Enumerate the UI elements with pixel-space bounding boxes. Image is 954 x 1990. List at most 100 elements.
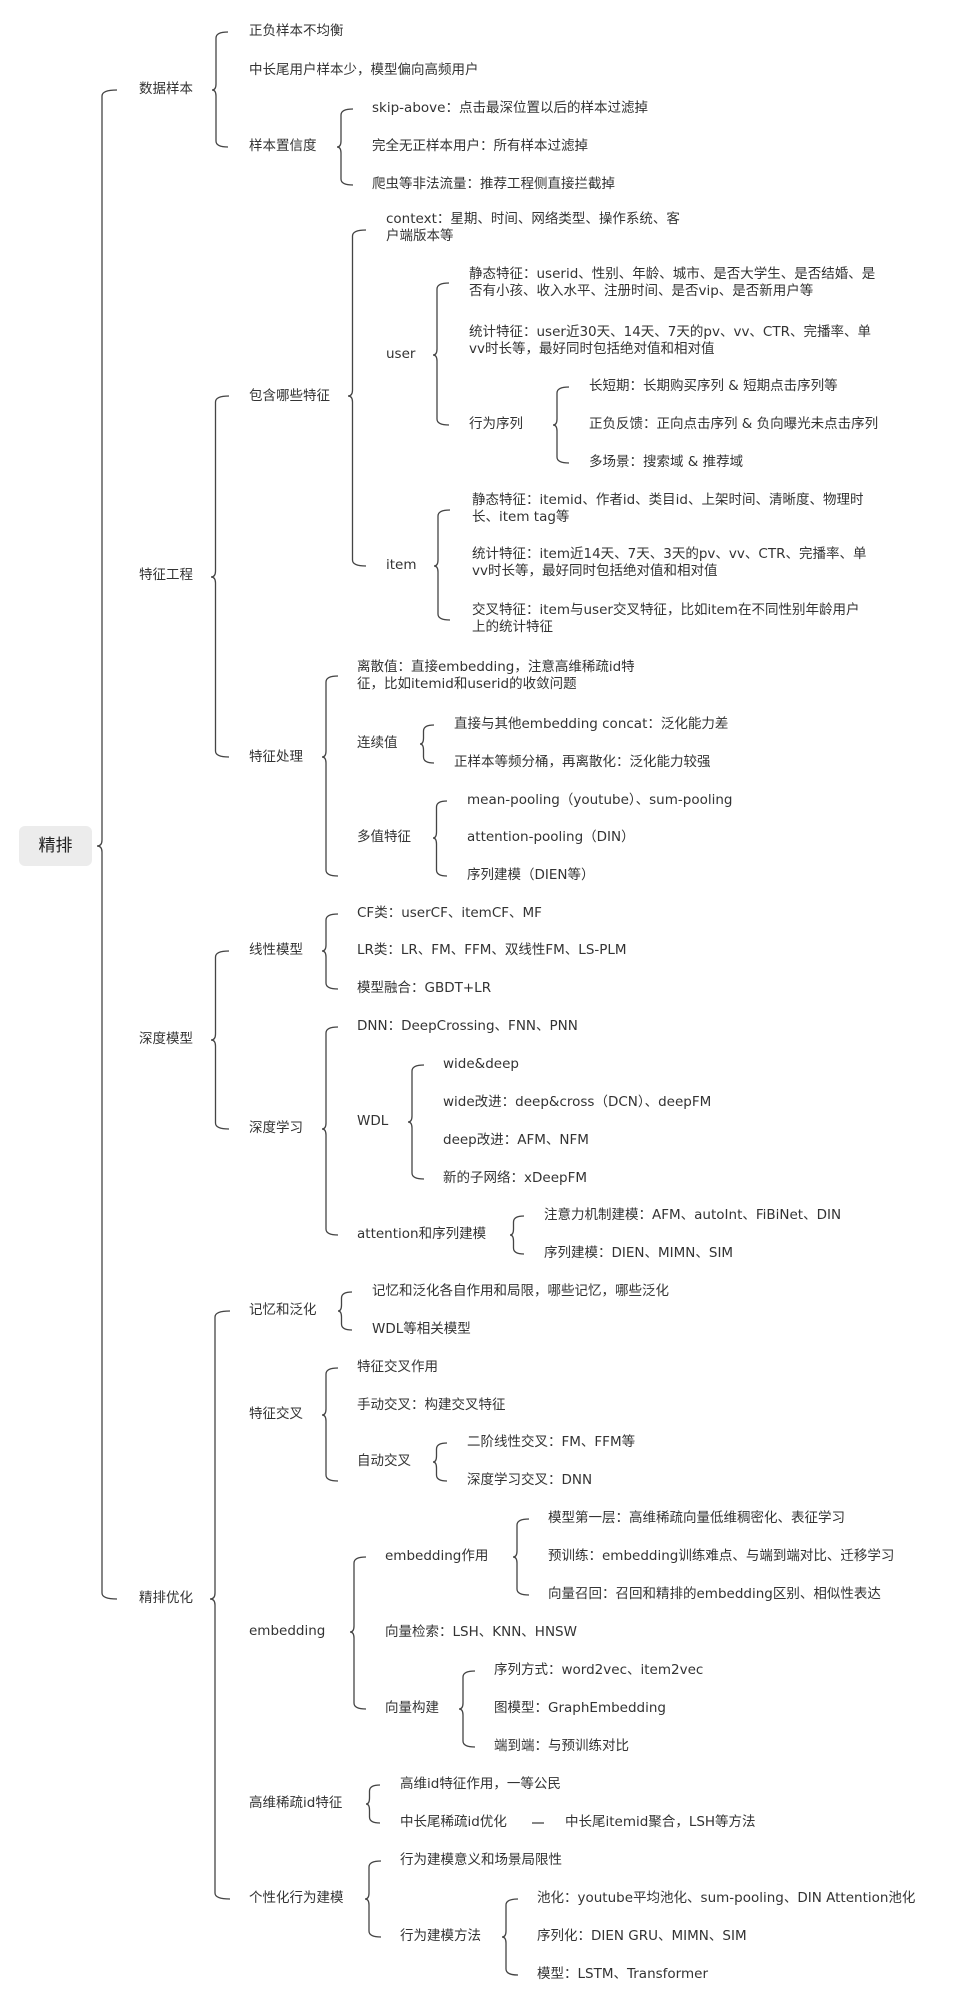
node-skip-above[interactable]: skip-above：点击最深位置以后的样本过滤掉 xyxy=(372,100,648,116)
node-id-role[interactable]: 高维id特征作用，一等公民 xyxy=(400,1776,561,1792)
node-seq-feedback[interactable]: 正负反馈：正向点击序列 & 负向曝光未点击序列 xyxy=(589,416,879,432)
node-deep-improve[interactable]: deep改进：AFM、NFM xyxy=(443,1132,589,1148)
node-feature-processing[interactable]: 特征处理 xyxy=(249,749,303,765)
node-behavior-modeling[interactable]: 个性化行为建模 xyxy=(249,1890,344,1906)
node-ranking-optimization[interactable]: 精排优化 xyxy=(139,1590,193,1606)
bracket-connector xyxy=(209,1310,231,1900)
node-feature-types[interactable]: 包含哪些特征 xyxy=(249,388,330,404)
node-attention-pooling[interactable]: attention-pooling（DIN） xyxy=(467,829,635,845)
bracket-connector xyxy=(96,89,118,1600)
node-cf[interactable]: CF类：userCF、itemCF、MF xyxy=(357,905,542,921)
node-memorization-generalization[interactable]: 记忆和泛化 xyxy=(249,1302,317,1318)
node-multi-value[interactable]: 多值特征 xyxy=(357,829,411,845)
node-sparse-id[interactable]: 高维稀疏id特征 xyxy=(249,1795,343,1811)
bracket-connector xyxy=(347,229,367,567)
node-discrete[interactable]: 离散值：直接embedding，注意高维稀疏id特征，比如itemid和user… xyxy=(357,659,635,692)
node-embedding[interactable]: embedding xyxy=(249,1623,326,1639)
node-lr[interactable]: LR类：LR、FM、FFM、双线性FM、LS-PLM xyxy=(357,942,627,958)
node-imbalance[interactable]: 正负样本不均衡 xyxy=(249,23,344,39)
root-node[interactable]: 精排 xyxy=(19,826,92,866)
bracket-connector xyxy=(321,675,339,877)
node-vector-build[interactable]: 向量构建 xyxy=(385,1700,439,1716)
node-auto-cross[interactable]: 自动交叉 xyxy=(357,1453,411,1469)
node-longtail-aggregation[interactable]: 中长尾itemid聚合，LSH等方法 xyxy=(565,1814,756,1830)
node-mean-pooling[interactable]: mean-pooling（youtube）、sum-pooling xyxy=(467,792,733,808)
node-cont-bucket[interactable]: 正样本等频分桶，再离散化：泛化能力较强 xyxy=(454,754,711,770)
node-second-order-cross[interactable]: 二阶线性交叉：FM、FFM等 xyxy=(467,1434,636,1450)
node-item-cross[interactable]: 交叉特征：item与user交叉特征，比如item在不同性别年龄用户上的统计特征 xyxy=(472,602,860,635)
bracket-connector xyxy=(337,1291,353,1331)
bracket-connector xyxy=(432,1442,448,1482)
bracket-connector xyxy=(321,1026,339,1236)
node-user-sequence[interactable]: 行为序列 xyxy=(469,416,523,432)
node-behavior-methods[interactable]: 行为建模方法 xyxy=(400,1928,481,1944)
node-linear-model[interactable]: 线性模型 xyxy=(249,942,303,958)
node-feature-cross[interactable]: 特征交叉 xyxy=(249,1406,303,1422)
node-wide-improve[interactable]: wide改进：deep&cross（DCN）、deepFM xyxy=(443,1094,712,1110)
node-deep-cross[interactable]: 深度学习交叉：DNN xyxy=(467,1472,593,1488)
bracket-connector xyxy=(365,1784,381,1824)
node-serialization[interactable]: 序列化：DIEN GRU、MIMN、SIM xyxy=(537,1928,747,1944)
bracket-connector xyxy=(364,1860,382,1938)
node-seq-method[interactable]: 序列方式：word2vec、item2vec xyxy=(494,1662,704,1678)
bracket-connector xyxy=(512,1518,530,1596)
node-item[interactable]: item xyxy=(386,557,417,573)
node-feature-engineering[interactable]: 特征工程 xyxy=(139,567,193,583)
node-manual-cross[interactable]: 手动交叉：构建交叉特征 xyxy=(357,1397,506,1413)
node-gbdt-lr[interactable]: 模型融合：GBDT+LR xyxy=(357,980,492,996)
node-no-positive-users[interactable]: 完全无正样本用户：所有样本过滤掉 xyxy=(372,138,588,154)
node-seq-long-short[interactable]: 长短期：长期购买序列 & 短期点击序列等 xyxy=(589,378,838,394)
bracket-connector xyxy=(552,386,570,464)
node-sample-confidence[interactable]: 样本置信度 xyxy=(249,138,317,154)
node-data-samples[interactable]: 数据样本 xyxy=(139,81,193,97)
node-pooling[interactable]: 池化：youtube平均池化、sum-pooling、DIN Attention… xyxy=(537,1890,916,1906)
node-longtail-id[interactable]: 中长尾稀疏id优化 xyxy=(400,1814,507,1830)
node-longtail-users[interactable]: 中长尾用户样本少，模型偏向高频用户 xyxy=(249,62,479,78)
node-graph-model[interactable]: 图模型：GraphEmbedding xyxy=(494,1700,666,1716)
bracket-connector xyxy=(432,800,448,877)
node-seq-scenes[interactable]: 多场景：搜索域 & 推荐域 xyxy=(589,454,744,470)
node-seq-models[interactable]: 序列建模：DIEN、MIMN、SIM xyxy=(544,1245,734,1261)
node-attention-models[interactable]: 注意力机制建模：AFM、autoInt、FiBiNet、DIN xyxy=(544,1207,842,1223)
node-continuous[interactable]: 连续值 xyxy=(357,735,398,751)
bracket-connector xyxy=(349,1556,367,1710)
node-context-features[interactable]: context：星期、时间、网络类型、操作系统、客户端版本等 xyxy=(386,211,680,244)
bracket-connector xyxy=(321,913,339,990)
node-pretrain[interactable]: 预训练：embedding训练难点、与端到端对比、迁移学习 xyxy=(548,1548,895,1564)
node-user[interactable]: user xyxy=(386,346,416,362)
bracket-connector xyxy=(458,1670,476,1748)
node-crawler-traffic[interactable]: 爬虫等非法流量：推荐工程侧直接拦截掉 xyxy=(372,176,615,192)
node-attention-seq[interactable]: attention和序列建模 xyxy=(357,1226,487,1242)
node-models[interactable]: 模型：LSTM、Transformer xyxy=(537,1966,708,1982)
bracket-connector xyxy=(336,108,354,186)
bracket-connector xyxy=(433,509,451,621)
bracket-connector xyxy=(321,1367,339,1482)
node-behavior-meaning[interactable]: 行为建模意义和场景局限性 xyxy=(400,1852,562,1868)
node-user-stats[interactable]: 统计特征：user近30天、14天、7天的pv、vv、CTR、完播率、单vv时长… xyxy=(469,324,871,357)
bracket-connector xyxy=(432,282,450,426)
node-new-subnet[interactable]: 新的子网络：xDeepFM xyxy=(443,1170,587,1186)
node-end-to-end[interactable]: 端到端：与预训练对比 xyxy=(494,1738,629,1754)
node-wdl[interactable]: WDL xyxy=(357,1113,389,1129)
node-mg-roles[interactable]: 记忆和泛化各自作用和局限，哪些记忆，哪些泛化 xyxy=(372,1283,669,1299)
node-cross-role[interactable]: 特征交叉作用 xyxy=(357,1359,438,1375)
node-first-layer[interactable]: 模型第一层：高维稀疏向量低维稠密化、表征学习 xyxy=(548,1510,845,1526)
bracket-connector xyxy=(407,1064,425,1180)
bracket-connector xyxy=(211,31,229,148)
node-vector-search[interactable]: 向量检索：LSH、KNN、HNSW xyxy=(385,1624,577,1640)
node-wdl-related[interactable]: WDL等相关模型 xyxy=(372,1321,471,1337)
node-deep-learning[interactable]: 深度学习 xyxy=(249,1120,303,1136)
bracket-connector xyxy=(210,950,230,1130)
bracket-connector xyxy=(509,1215,525,1255)
node-embedding-role[interactable]: embedding作用 xyxy=(385,1548,489,1564)
node-seq-modeling[interactable]: 序列建模（DIEN等） xyxy=(467,867,595,883)
node-user-static[interactable]: 静态特征：userid、性别、年龄、城市、是否大学生、是否结婚、是否有小孩、收入… xyxy=(469,266,876,299)
node-item-static[interactable]: 静态特征：itemid、作者id、类目id、上架时间、清晰度、物理时长、item… xyxy=(472,492,864,525)
bracket-connector xyxy=(210,395,230,758)
node-item-stats[interactable]: 统计特征：item近14天、7天、3天的pv、vv、CTR、完播率、单vv时长等… xyxy=(472,546,867,579)
node-cont-concat[interactable]: 直接与其他embedding concat：泛化能力差 xyxy=(454,716,729,732)
node-wide-deep[interactable]: wide&deep xyxy=(443,1056,519,1072)
node-deep-model[interactable]: 深度模型 xyxy=(139,1031,193,1047)
node-dnn[interactable]: DNN：DeepCrossing、FNN、PNN xyxy=(357,1018,578,1034)
node-vector-recall[interactable]: 向量召回：召回和精排的embedding区别、相似性表达 xyxy=(548,1586,881,1602)
